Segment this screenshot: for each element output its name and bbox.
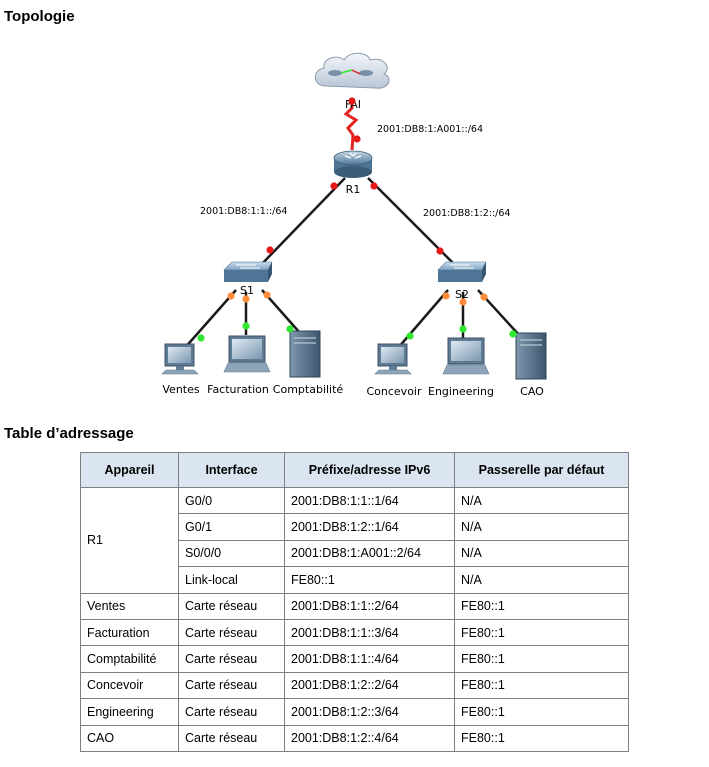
header-device: Appareil	[80, 452, 179, 488]
table-row: R1 G0/0 2001:DB8:1:1::1/64 N/A	[80, 486, 629, 594]
cao-label: CAO	[520, 385, 544, 398]
table-row: Link-local FE80::1 N/A	[81, 566, 629, 594]
device-cell: Comptabilité	[80, 645, 179, 673]
link-r1-s1	[257, 177, 346, 269]
ipv6-cell: 2001:DB8:1:2::4/64	[284, 724, 455, 752]
switch-s2-icon	[437, 261, 487, 282]
isp-cloud-icon	[314, 52, 390, 89]
lan1-network-label: 2001:DB8:1:1::/64	[200, 206, 287, 217]
topology-heading: Topologie	[4, 8, 75, 25]
interface-cell: G0/0	[178, 486, 285, 515]
interface-cell: Carte réseau	[178, 671, 285, 700]
topology-diagram: FAI R1 S1 S2 Ventes Facturation	[161, 52, 547, 398]
ipv6-cell: 2001:DB8:1:2::2/64	[284, 671, 455, 700]
device-cell-r1: R1	[80, 487, 179, 594]
ipv6-cell: 2001:DB8:1:1::3/64	[284, 618, 455, 647]
interface-cell: Carte réseau	[178, 724, 285, 752]
interface-cell: Carte réseau	[178, 698, 285, 726]
device-cell: CAO	[80, 724, 179, 752]
ipv6-cell: 2001:DB8:1:2::3/64	[284, 698, 455, 726]
ventes-label: Ventes	[162, 383, 199, 396]
header-interface: Interface	[178, 452, 285, 488]
gateway-cell: FE80::1	[454, 592, 629, 620]
header-ipv6: Préfixe/adresse IPv6	[284, 452, 455, 488]
gateway-cell: FE80::1	[454, 645, 629, 673]
gateway-cell: FE80::1	[454, 724, 629, 752]
server-cao-icon	[515, 332, 547, 380]
table-row: CAO Carte réseau 2001:DB8:1:2::4/64 FE80…	[80, 724, 629, 752]
gateway-cell: FE80::1	[454, 671, 629, 700]
ipv6-cell: FE80::1	[284, 566, 455, 594]
table-row: Ventes Carte réseau 2001:DB8:1:1::2/64 F…	[80, 592, 629, 620]
interface-cell: Link-local	[178, 566, 285, 594]
ipv6-cell: 2001:DB8:1:1::2/64	[284, 592, 455, 620]
link-r1-s2	[367, 177, 459, 269]
r1-label: R1	[346, 183, 361, 196]
s2-label: S2	[455, 288, 469, 301]
switch-s1-icon	[223, 261, 273, 282]
table-row: Concevoir Carte réseau 2001:DB8:1:2::2/6…	[80, 671, 629, 700]
concevoir-label: Concevoir	[366, 385, 421, 398]
interface-cell: Carte réseau	[178, 645, 285, 673]
gateway-cell: FE80::1	[454, 618, 629, 647]
ipv6-cell: 2001:DB8:1:1::4/64	[284, 645, 455, 673]
table-row: Engineering Carte réseau 2001:DB8:1:2::3…	[80, 698, 629, 726]
s1-label: S1	[240, 284, 254, 297]
port-status-indicators	[197, 97, 517, 342]
gateway-cell: FE80::1	[454, 698, 629, 726]
wan-network-label: 2001:DB8:1:A001::/64	[377, 124, 483, 135]
ipv6-cell: 2001:DB8:1:1::1/64	[284, 486, 455, 515]
laptop-facturation-icon	[223, 335, 271, 373]
laptop-engineering-icon	[442, 337, 490, 375]
link-s1-ventes	[182, 289, 237, 351]
table-row: Comptabilité Carte réseau 2001:DB8:1:1::…	[80, 645, 629, 673]
device-cell: Engineering	[80, 698, 179, 726]
interface-cell: Carte réseau	[178, 592, 285, 620]
facturation-label: Facturation	[207, 383, 269, 396]
engineering-label: Engineering	[428, 385, 494, 398]
table-row: Facturation Carte réseau 2001:DB8:1:1::3…	[80, 618, 629, 647]
interface-cell: S0/0/0	[178, 539, 285, 568]
device-cell: Facturation	[80, 618, 179, 647]
device-cell: Ventes	[80, 592, 179, 620]
link-s2-concevoir	[397, 289, 449, 349]
interface-cell: Carte réseau	[178, 618, 285, 647]
interface-cell: G0/1	[178, 513, 285, 541]
table-header-row: Appareil Interface Préfixe/adresse IPv6 …	[80, 452, 629, 488]
gateway-cell: N/A	[454, 566, 629, 594]
gateway-cell: N/A	[454, 486, 629, 515]
router-r1-icon	[333, 150, 373, 178]
device-cell: Concevoir	[80, 671, 179, 700]
table-row: S0/0/0 2001:DB8:1:A001::2/64 N/A	[81, 539, 629, 568]
serial-link	[343, 100, 359, 151]
gateway-cell: N/A	[454, 513, 629, 541]
addressing-table: Appareil Interface Préfixe/adresse IPv6 …	[80, 452, 629, 752]
header-gateway: Passerelle par défaut	[454, 452, 629, 488]
ipv6-cell: 2001:DB8:1:2::1/64	[284, 513, 455, 541]
pc-ventes-icon	[161, 343, 199, 375]
addressing-heading: Table d’adressage	[4, 425, 134, 442]
comptabilite-label: Comptabilité	[273, 383, 344, 396]
server-comptabilite-icon	[289, 330, 321, 378]
gateway-cell: N/A	[454, 539, 629, 568]
pc-concevoir-icon	[374, 343, 412, 375]
ipv6-cell: 2001:DB8:1:A001::2/64	[284, 539, 455, 568]
lan2-network-label: 2001:DB8:1:2::/64	[423, 208, 510, 219]
